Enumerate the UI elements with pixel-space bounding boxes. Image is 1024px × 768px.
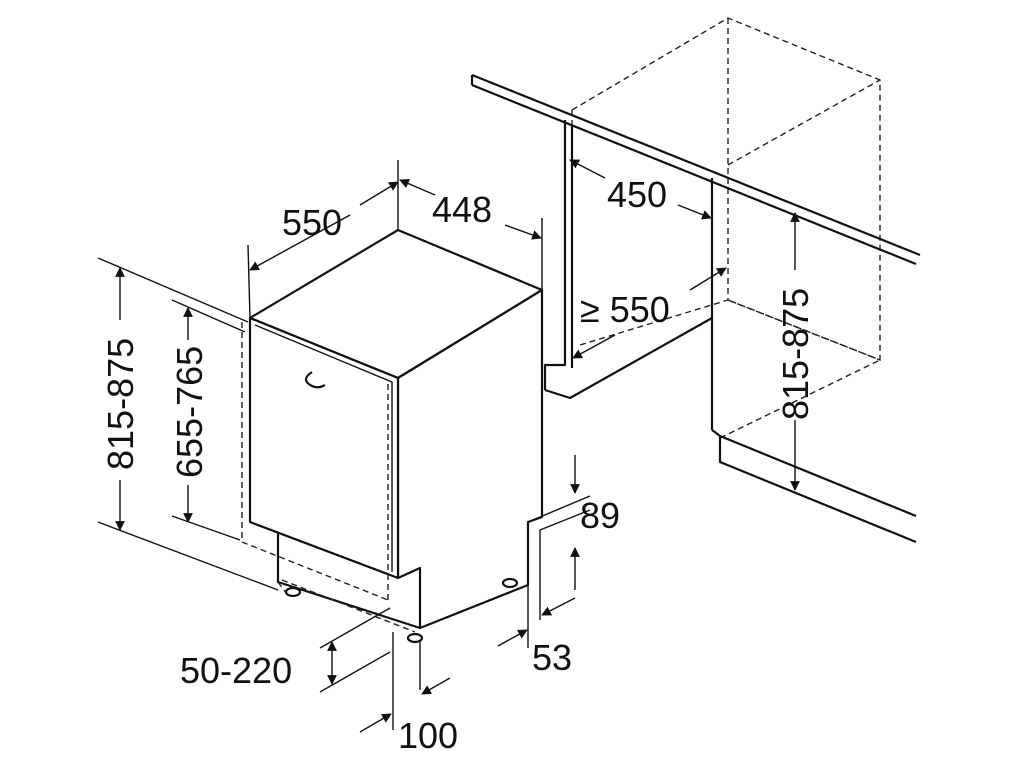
dim-plinth-offset: 53	[532, 637, 572, 678]
dim-total-height: 815-875	[100, 338, 141, 470]
cabinet-niche	[470, 17, 921, 544]
dim-appliance-depth: 550	[282, 202, 342, 243]
dim-niche-height: 815-875	[775, 288, 816, 420]
dim-door-height: 655-765	[169, 346, 210, 478]
dim-niche-depth: ≥ 550	[580, 289, 670, 330]
dim-appliance-width: 448	[432, 189, 492, 230]
dim-niche-width: 450	[607, 174, 667, 215]
dimension-labels: 550 448 450 ≥ 550 815-875 815-875 655-76…	[100, 174, 816, 756]
dim-feet-adjustment: 50-220	[180, 650, 292, 691]
dim-plinth-depth: 100	[398, 715, 458, 756]
dim-plinth-height: 89	[580, 495, 620, 536]
dishwasher	[241, 228, 544, 644]
dimension-lines	[97, 159, 800, 733]
